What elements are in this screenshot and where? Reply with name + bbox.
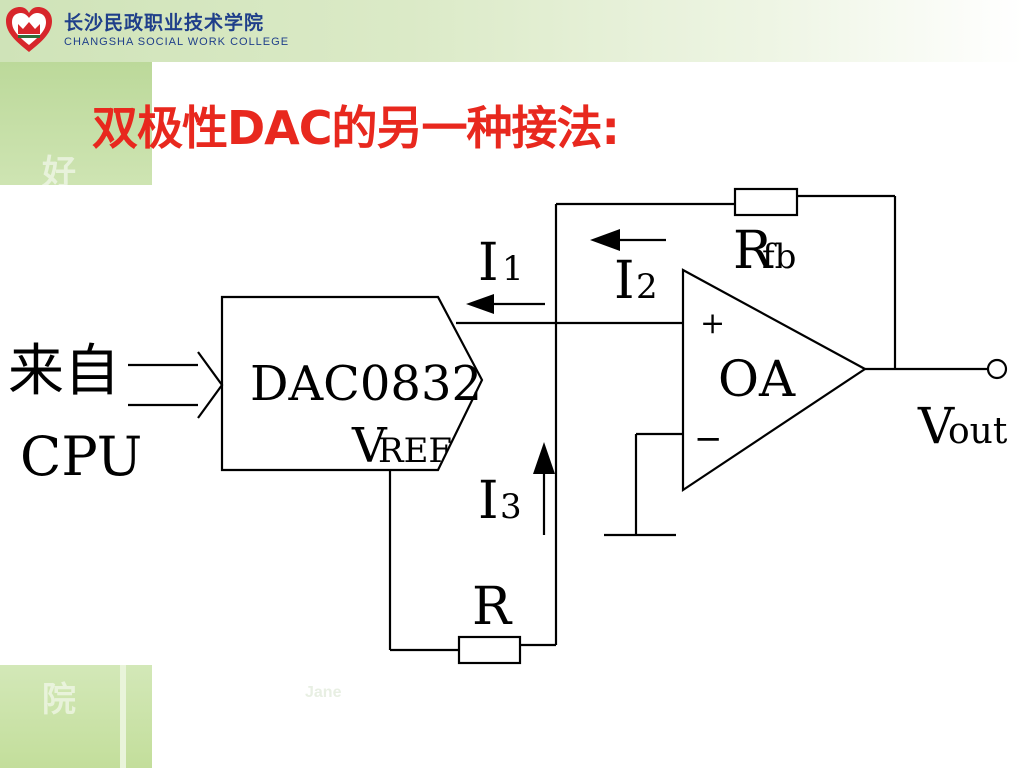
source-label-line2: CPU [20, 425, 142, 488]
input-bus-arrowhead [197, 351, 224, 419]
opamp-plus-sign: + [700, 306, 725, 341]
dac-label: DAC0832 [250, 356, 482, 412]
slide-title: 双极性DAC的另一种接法: [92, 101, 620, 155]
i2-label-sub: 2 [636, 267, 658, 307]
i3-label-sub: 3 [500, 487, 522, 527]
rfb-label-main: R [733, 221, 774, 281]
i2-label-main: I [614, 251, 635, 311]
r-resistor [457, 635, 522, 665]
i2-arrow-head [590, 229, 620, 251]
opamp-minus-sign: − [694, 419, 723, 459]
output-terminal [986, 358, 1008, 380]
vout-label-main: V [917, 397, 955, 455]
left-strip-stripe [120, 665, 126, 768]
opamp-triangle [681, 268, 868, 493]
left-strip-white-area [0, 185, 152, 665]
dac-block [220, 295, 484, 472]
vref-label-main: V [351, 418, 388, 474]
vout-label-sub: out [948, 411, 1008, 452]
i3-label-main: I [478, 471, 499, 531]
i3-arrow-head [533, 442, 555, 474]
school-name-english: CHANGSHA SOCIAL WORK COLLEGE [64, 36, 290, 48]
header-band [0, 0, 1024, 62]
vref-label-sub: REF [378, 431, 452, 471]
rfb-label-sub: fb [762, 237, 796, 277]
watermark-text-faint: Jane [305, 684, 342, 701]
i1-arrow-head [466, 294, 494, 314]
source-label-line1: 来自 [8, 339, 120, 404]
opamp-label: OA [718, 350, 796, 408]
heart-emblem-icon [4, 4, 54, 56]
rfb-resistor [733, 187, 799, 217]
watermark-text-top: 好 [42, 153, 76, 193]
r-label: R [472, 577, 513, 637]
school-name-chinese: 长沙民政职业技术学院 [64, 12, 265, 34]
watermark-text-bottom: 院 [42, 680, 76, 720]
i1-label-main: I [478, 233, 499, 293]
left-strip-bottom [0, 665, 152, 768]
i1-label-sub: 1 [502, 249, 524, 289]
